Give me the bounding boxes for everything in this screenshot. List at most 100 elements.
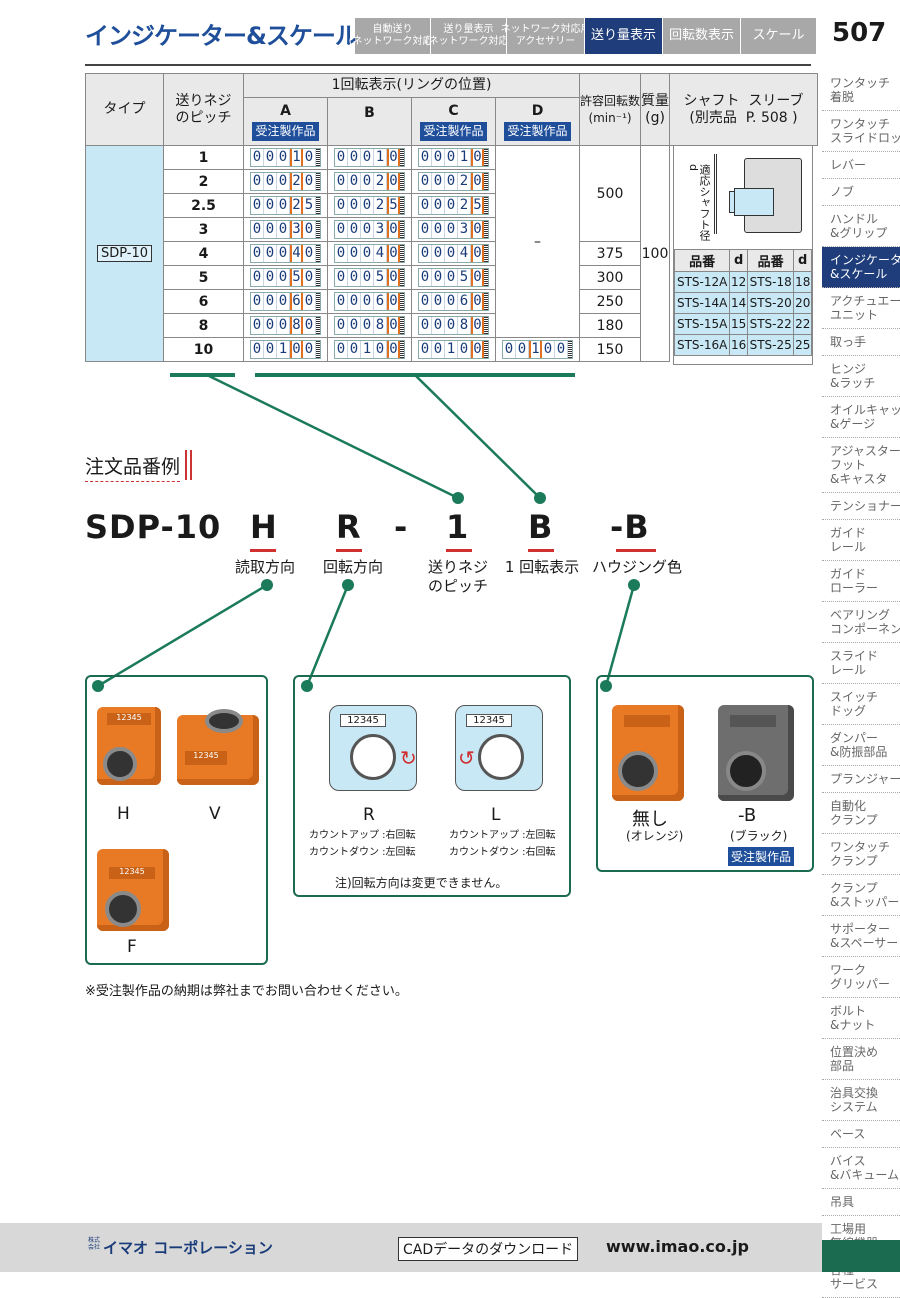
shaft-d-cell: 22 xyxy=(793,313,812,335)
sidebar-item[interactable]: レバー xyxy=(822,152,900,179)
header-speed: 許容回転数 (min⁻¹) xyxy=(578,73,642,146)
sidebar-item[interactable]: ボルト &ナット xyxy=(822,998,900,1039)
label-l: L xyxy=(491,805,501,825)
nav-tab-auto-feed[interactable]: 自動送り (ネットワーク対応) xyxy=(349,18,436,54)
sidebar-item[interactable]: スライド レール xyxy=(822,643,900,684)
code-read-dir: H xyxy=(250,508,278,546)
cad-download-link[interactable]: CADデータのダウンロード xyxy=(398,1237,579,1261)
sidebar-item[interactable]: ワンタッチ クランプ xyxy=(822,834,900,875)
label-orange-sub: (オレンジ) xyxy=(626,829,684,843)
shaft-hole xyxy=(205,709,243,733)
sidebar-item[interactable]: プランジャー xyxy=(822,766,900,793)
website-link[interactable]: www.imao.co.jp xyxy=(606,1237,749,1256)
header-mass: 質量 (g) xyxy=(640,73,671,146)
sidebar-item[interactable]: バイス &バキューム xyxy=(822,1148,900,1189)
speed-cell: 150 xyxy=(578,337,642,362)
shaft-dia-label: 適応シャフト径 d xyxy=(687,164,711,241)
counter-window: 12345 xyxy=(109,867,155,879)
footnote: ※受注製作品の納期は弊社までお問い合わせください。 xyxy=(85,984,408,999)
pitch-cell: 4 xyxy=(163,241,244,266)
counter-window: 12345 xyxy=(107,713,151,725)
panel-housing-color: 無し -B (オレンジ) (ブラック) 受注製作品 xyxy=(596,675,814,872)
nav-tab-scale[interactable]: スケール xyxy=(741,18,817,54)
nav-tab-feed-display[interactable]: 送り量表示 xyxy=(585,18,663,54)
sidebar-item[interactable]: ダンパー &防振部品 xyxy=(822,725,900,766)
spec-table: タイプ 送りネジ のピッチ 1回転表示(リングの位置) 許容回転数 (min⁻¹… xyxy=(85,73,819,362)
counter-window xyxy=(624,715,670,727)
label-black: -B xyxy=(738,805,757,826)
counter-window: 12345 xyxy=(185,751,227,765)
sidebar-item[interactable]: 取っ手 xyxy=(822,329,900,356)
made-to-order-badge: 受注製作品 xyxy=(252,121,319,141)
label-h: H xyxy=(117,804,130,824)
pitch-cell: 10 xyxy=(163,337,244,362)
top-nav: 自動送り (ネットワーク対応) 送り量表示 (ネットワーク対応) ネットワーク対… xyxy=(349,18,817,54)
sidebar-item[interactable]: アクチュエータ ユニット xyxy=(822,288,900,329)
sidebar-item[interactable]: ガイド レール xyxy=(822,520,900,561)
sidebar-item[interactable]: 位置決め 部品 xyxy=(822,1039,900,1080)
note-l: カウントアップ :左回転 カウントダウン :右回転 xyxy=(449,830,556,858)
dim-line xyxy=(714,154,717,234)
sidebar-item[interactable]: ガイド ローラー xyxy=(822,561,900,602)
nav-tab-rpm[interactable]: 回転数表示 xyxy=(663,18,741,54)
footer: 株式 会社 イマオ コーポレーション CADデータのダウンロード www.ima… xyxy=(0,1223,822,1272)
sidebar-item[interactable]: ヒンジ &ラッチ xyxy=(822,356,900,397)
sidebar-item[interactable]: ハンドル &グリップ xyxy=(822,206,900,247)
label-r: R xyxy=(363,805,375,825)
nav-tab-feed-network[interactable]: 送り量表示 (ネットワーク対応) xyxy=(425,18,512,54)
header-ring: 1回転表示(リングの位置) xyxy=(243,73,580,98)
speed-cell: 180 xyxy=(578,313,642,338)
made-to-order-badge: 受注製作品 xyxy=(504,121,571,141)
sidebar-item[interactable]: アジャスター フット &キャスタ xyxy=(822,438,900,493)
sidebar-item[interactable]: スイッチ ドッグ xyxy=(822,684,900,725)
pitch-cell: 8 xyxy=(163,313,244,338)
sidebar-item[interactable]: オイルキャップ &ゲージ xyxy=(822,397,900,438)
sidebar-item[interactable]: ワーク グリッパー xyxy=(822,957,900,998)
company-logo: イマオ コーポレーション xyxy=(103,1239,273,1257)
shaft-part-cell: STS-22 xyxy=(746,313,795,335)
page-title: インジケーター&スケール xyxy=(85,22,359,50)
counter-window xyxy=(730,715,776,727)
sidebar-item[interactable]: ノブ xyxy=(822,179,900,206)
sidebar-item[interactable]: テンショナー xyxy=(822,493,900,520)
sidebar-item[interactable]: 吊具 xyxy=(822,1189,900,1216)
sidebar-item[interactable]: クランプ &ストッパー xyxy=(822,875,900,916)
sidebar-item[interactable]: サポーター &スペーサー xyxy=(822,916,900,957)
sidebar-item[interactable]: 自動化 クランプ xyxy=(822,793,900,834)
sidebar-item[interactable]: ベース xyxy=(822,1121,900,1148)
sidebar-item[interactable]: ベアリング コンポーネント xyxy=(822,602,900,643)
code-color: -B xyxy=(610,508,650,546)
shaft-part-cell: STS-15A xyxy=(673,313,731,335)
nav-tab-accessory[interactable]: ネットワーク対応用 アクセサリー xyxy=(501,18,591,54)
pitch-cell: 5 xyxy=(163,265,244,290)
sidebar-item[interactable]: 治具交換 システム xyxy=(822,1080,900,1121)
rotation-l-diagram: 12345 ↺ xyxy=(455,705,543,791)
shaft-head-part: 品番 xyxy=(746,249,795,272)
indicator-f-image: 12345 xyxy=(97,849,169,931)
sidebar-item[interactable]: インジケーター &スケール xyxy=(822,247,900,288)
sidebar-item[interactable]: ワンタッチ 着脱 xyxy=(822,70,900,111)
sidebar-item[interactable]: ワンタッチ スライドロック xyxy=(822,111,900,152)
caption-pitch: 送りネジ のピッチ xyxy=(427,558,488,595)
